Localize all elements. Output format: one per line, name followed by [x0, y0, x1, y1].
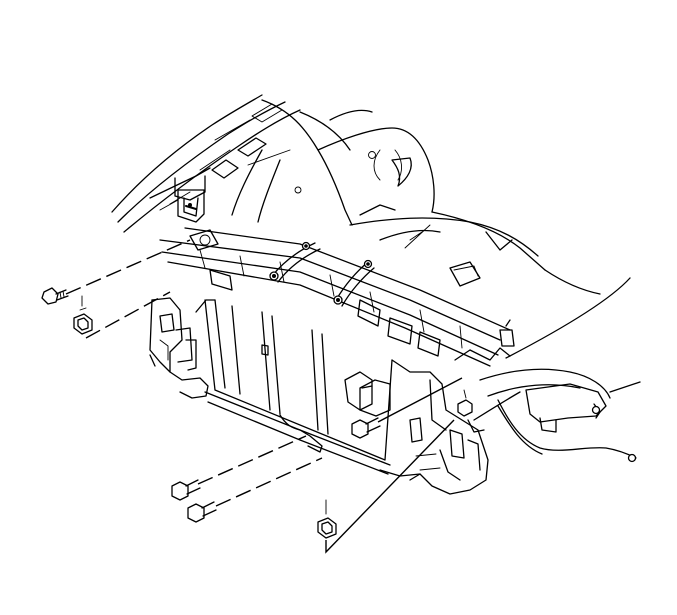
- bolt-lower-left-1: [171, 479, 201, 501]
- bolt-upper-left: [41, 287, 69, 305]
- radiator-core: [204, 299, 393, 475]
- bolt-middle-right: [351, 417, 381, 439]
- leader-nut-lower: [325, 419, 455, 554]
- tie-bar-nut-1: [272, 274, 276, 278]
- fender-apron-upper: [111, 94, 601, 295]
- tie-bar-nut-3: [304, 244, 308, 248]
- upper-mount-bolt-head: [188, 203, 192, 207]
- bolt-lower-left-2: [187, 501, 217, 523]
- leader-bolt-upper-left: [65, 239, 191, 295]
- nut-upper-left: [73, 295, 93, 335]
- side-bracket-right: [359, 319, 515, 495]
- tie-bar-nut-4: [366, 262, 370, 266]
- nut-right-bracket: [457, 389, 473, 417]
- side-bracket: [149, 297, 216, 399]
- wiring-harness: [467, 399, 637, 463]
- leader-bolt-middle-right: [377, 377, 463, 423]
- upper-tie-bar: [159, 189, 511, 367]
- nut-lower: [317, 499, 337, 539]
- leader-bolt-lower-left-2: [215, 457, 323, 507]
- frame-rail-right: [473, 277, 641, 433]
- tie-bar-nut-2: [336, 298, 340, 302]
- leader-nut-upper-left: [85, 291, 171, 339]
- leader-bolt-lower-left-1: [197, 435, 307, 485]
